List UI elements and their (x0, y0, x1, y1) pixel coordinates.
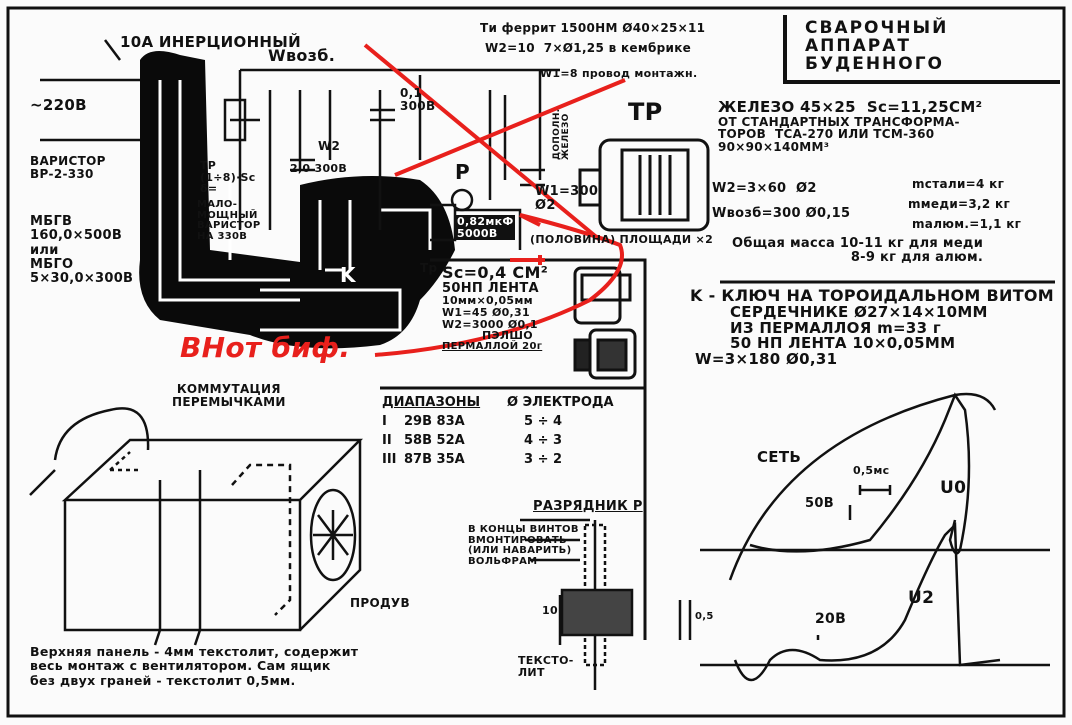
range-values: 58В 52А (404, 433, 465, 448)
tp-label: Тр (420, 261, 438, 275)
key-spec: K - КЛЮЧ НА ТОРОИДАЛЬНОМ ВИТОМ СЕРДЕЧНИК… (690, 286, 1055, 369)
enclosure-drawing (29, 407, 364, 646)
wvozb-label: Wвозб. (268, 46, 336, 65)
tr-label: ТР (1÷8)·Sc δ= (200, 159, 256, 196)
commutation-label: КОММУТАЦИЯ ПЕРЕМЫЧКАМИ (172, 382, 286, 409)
tp-line: 10мм×0,05мм (442, 294, 533, 308)
electrode-diameter: 5 ÷ 4 (524, 414, 563, 429)
key-line: ИЗ ПЕРМАЛЛОЯ m=33 г (730, 318, 942, 337)
waveform-plot (700, 392, 1050, 682)
transformer-drawing (578, 138, 710, 232)
enclosure-note: Верхняя панель - 4мм текстолит, содержит… (30, 644, 359, 688)
tp-line: 50НП ЛЕНТА (442, 280, 539, 296)
spec-line: ЖЕЛЕЗО 45×25 Sc=11,25СМ² (718, 98, 983, 116)
net-label: СЕТЬ (757, 448, 802, 466)
range-values: 87В 35А (404, 452, 465, 467)
transformer-label: ТР (628, 98, 663, 126)
tp-spec: Sc=0,4 СМ² 50НП ЛЕНТА 10мм×0,05мм W1=45 … (442, 263, 548, 352)
sheet-title: СВАРОЧНЫЙ АППАРАТ БУДЕННОГО (805, 18, 949, 74)
header-ranges: ДИАПАЗОНЫ (382, 395, 481, 410)
electrode-diameter: 3 ÷ 2 (524, 452, 563, 467)
cap-01-label: 0,1 300В (400, 86, 436, 113)
table-header: ДИАПАЗОНЫ Ø ЭЛЕКТРОДА (382, 395, 614, 410)
w1-wire-label: W1=8 провод монтажн. (540, 67, 698, 80)
tp-line: ПЭЛШО (482, 329, 533, 343)
table-row: I 29В 83А 5 ÷ 4 (382, 414, 614, 429)
fuse-label: 10А ИНЕРЦИОННЫЙ (120, 33, 301, 51)
key-line: K - КЛЮЧ НА ТОРОИДАЛЬНОМ ВИТОМ (690, 286, 1055, 305)
spark-gap-title: РАЗРЯДНИК P (533, 499, 643, 514)
schematic-dark-area (139, 51, 455, 349)
transformer-spec: ЖЕЛЕЗО 45×25 Sc=11,25СМ² ОТ СТАНДАРТНЫХ … (718, 98, 983, 154)
half-area-label: (ПОЛОВИНА) ПЛОЩАДИ ×2 (530, 233, 714, 246)
mains-label: ~220В (30, 96, 87, 114)
sheet-border (6, 6, 1066, 718)
w1-300-label: W1=300 Ø2 (535, 184, 599, 213)
range-number: III (382, 452, 397, 467)
table-row: III 87В 35А 3 ÷ 2 (382, 452, 614, 467)
spec-line: ОТ СТАНДАРТНЫХ ТРАНСФОРМА- (718, 114, 960, 129)
title-box (783, 15, 1060, 84)
cap-082-label: 0,82мкФ 5000В (456, 215, 515, 241)
red-handwritten-note: ВНот биф. (180, 331, 351, 364)
textolite-label: ТЕКСТО- ЛИТ (518, 654, 574, 679)
electrode-diameter: 4 ÷ 3 (524, 433, 563, 448)
tp-line: W2=3000 Ø0,1 (442, 317, 538, 331)
p-label: P (455, 160, 470, 184)
range-number: II (382, 433, 392, 448)
red-annotations (363, 43, 626, 357)
spark-gap-drawing (520, 518, 692, 690)
header-electrode: Ø ЭЛЕКТРОДА (507, 395, 614, 410)
dim-a: 10 (542, 604, 558, 617)
v-scale-2-label: 20В (815, 611, 847, 627)
dim-b: 0,5 (695, 611, 714, 622)
key-line: 50 НП ЛЕНТА 10×0,05ММ (730, 334, 956, 353)
spec-line: 90×90×140ММ³ (718, 139, 830, 154)
mass-copper: mмеди=3,2 кг (908, 197, 1011, 211)
table-row: II 58В 52А 4 ÷ 3 (382, 433, 614, 448)
k-label: K (340, 263, 356, 287)
u0-label: U0 (940, 478, 967, 498)
spark-gap-note: В КОНЦЫ ВИНТОВ ВМОНТИРОВАТЬ (ИЛИ НАВАРИТ… (468, 524, 579, 567)
spec-line: ТОРОВ ТСА-270 ИЛИ ТСМ-360 (718, 127, 935, 142)
w2-label: W2 (318, 139, 341, 153)
v-scale-1-label: 50В (805, 496, 834, 511)
tr-wvozb-label: Wвозб=300 Ø0,15 (712, 206, 851, 221)
tp-line: Sc=0,4 СМ² (442, 263, 548, 282)
mass-aluminium: mалюм.=1,1 кг (912, 217, 1022, 231)
cap-2-label: 2,0 300В (290, 162, 348, 175)
small-varistor-label: МАЛО- МОЩНЫЙ ВАРИСТОР НА 330В (197, 199, 261, 242)
mass-steel: mстали=4 кг (912, 177, 1005, 191)
range-values: 29В 83А (404, 414, 465, 429)
ti-w2-label: W2=10 7×Ø1,25 в кембрике (485, 41, 692, 55)
ranges-table: ДИАПАЗОНЫ Ø ЭЛЕКТРОДА I 29В 83А 5 ÷ 4 II… (382, 395, 614, 467)
extra-iron-label: ДОПОЛН. ЖЕЛЕЗО (552, 108, 572, 160)
main-capacitor-label: МБГВ 160,0×500В или МБГО 5×30,0×300В (30, 214, 134, 287)
key-line: W=3×180 Ø0,31 (695, 350, 838, 369)
key-line: СЕРДЕЧНИКЕ Ø27×14×10ММ (730, 302, 988, 321)
airflow-label: ПРОДУВ (350, 596, 410, 610)
tp-line: ПЕРМАЛЛОЙ 20г (442, 340, 543, 352)
time-scale-label: 0,5мс (853, 464, 890, 477)
tp-line: W1=45 Ø0,31 (442, 305, 530, 319)
total-mass: Общая масса 10-11 кг для меди 8-9 кг для… (732, 236, 984, 265)
tr-w2-label: W2=3×60 Ø2 (712, 181, 817, 196)
ti-ferrite-label: Ти феррит 1500НМ Ø40×25×11 (480, 21, 706, 35)
range-number: I (382, 414, 387, 429)
u2-label: U2 (908, 588, 935, 608)
varistor-label: ВАРИСТОР ВР-2-330 (30, 154, 106, 181)
